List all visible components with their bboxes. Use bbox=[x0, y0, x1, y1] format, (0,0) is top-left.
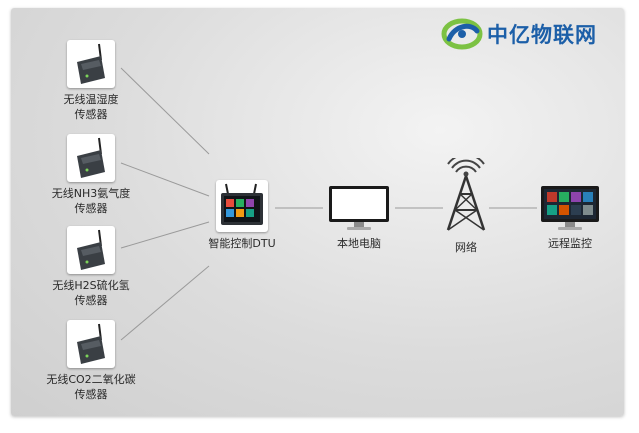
remote-monitor-node: 远程监控 bbox=[535, 184, 605, 251]
local-pc-node: 本地电脑 bbox=[327, 184, 391, 251]
network-label: 网络 bbox=[455, 241, 477, 254]
dtu-node: 智能控制DTU bbox=[201, 180, 283, 251]
sensor-node-h2s: 无线H2S硫化氢 传感器 bbox=[37, 226, 145, 308]
sensor-label-line2: 传感器 bbox=[74, 108, 108, 121]
sensor-label-line1: 无线NH3氨气度 bbox=[51, 187, 131, 200]
brand-logo: 中亿物联网 bbox=[441, 14, 597, 54]
link-sensor-2-dtu bbox=[120, 162, 210, 197]
sensor-node-co2: 无线CO2二氧化碳 传感器 bbox=[31, 320, 151, 402]
local-pc-label: 本地电脑 bbox=[337, 237, 381, 250]
remote-monitor-icon bbox=[541, 186, 599, 230]
sensor-label-line1: 无线温湿度 bbox=[63, 93, 119, 106]
sensor-label-line1: 无线H2S硫化氢 bbox=[52, 279, 130, 292]
connection-lines bbox=[120, 67, 537, 341]
radio-tower-icon bbox=[446, 158, 486, 231]
wireless-sensor-device-icon bbox=[77, 137, 105, 178]
sensor-label-line2: 传感器 bbox=[74, 294, 108, 307]
swirl-logo-icon bbox=[441, 18, 483, 50]
sensor-label-line1: 无线CO2二氧化碳 bbox=[46, 373, 136, 386]
brand-name: 中亿物联网 bbox=[487, 23, 597, 47]
wireless-sensor-device-icon bbox=[77, 229, 105, 270]
sensor-label-line2: 传感器 bbox=[74, 388, 108, 401]
sensor-node-nh3: 无线NH3氨气度 传感器 bbox=[37, 134, 145, 216]
remote-monitor-label: 远程监控 bbox=[548, 237, 592, 250]
diagram-frame: 中亿物联网 无线温湿度 传感器 无线NH3氨气度 bbox=[11, 8, 624, 416]
link-sensor-3-dtu bbox=[120, 221, 210, 249]
wireless-sensor-device-icon bbox=[77, 43, 105, 84]
network-node: 网络 bbox=[436, 158, 496, 255]
dtu-touchscreen-icon bbox=[221, 183, 263, 225]
monitor-icon bbox=[329, 186, 389, 230]
sensor-label-line2: 传感器 bbox=[74, 202, 108, 215]
dtu-label: 智能控制DTU bbox=[208, 237, 276, 250]
link-sensor-4-dtu bbox=[120, 265, 210, 341]
wireless-sensor-device-icon bbox=[77, 323, 105, 364]
sensor-node-temp-humidity: 无线温湿度 传感器 bbox=[45, 40, 137, 122]
link-sensor-1-dtu bbox=[120, 67, 210, 155]
